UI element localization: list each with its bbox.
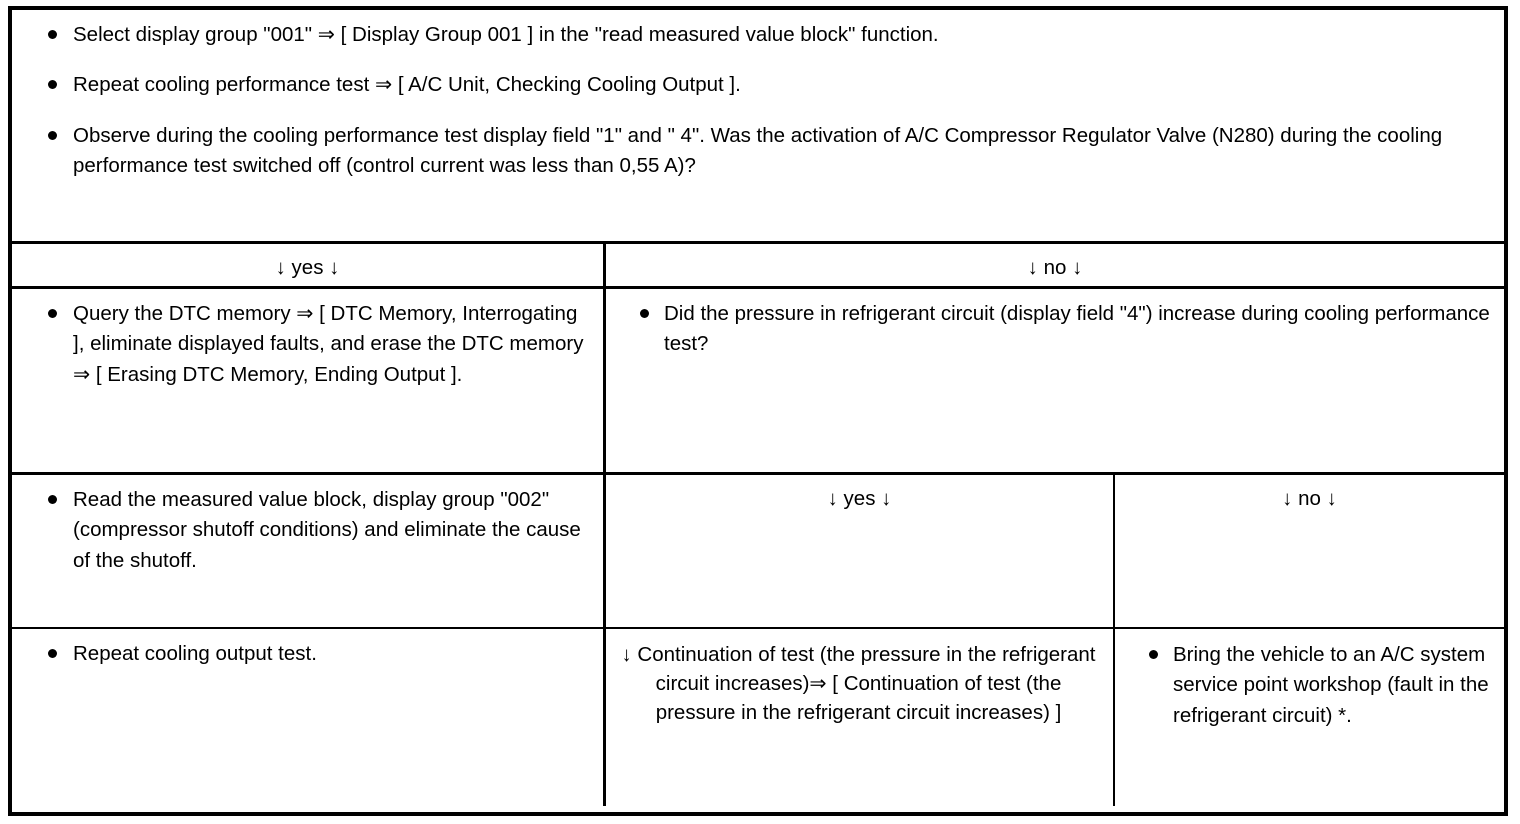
branch-header-row: ↓ yes ↓ ↓ no ↓ (12, 241, 1504, 286)
bullet-dot-icon (48, 309, 57, 318)
service-point-text: Bring the vehicle to an A/C system servi… (1173, 643, 1489, 727)
cell-dtc-left: Query the DTC memory ⇒ [ DTC Memory, Int… (12, 289, 603, 472)
bullet-dot-icon (1149, 650, 1158, 659)
repeat-test-text: Repeat cooling output test. (73, 642, 317, 665)
sub-branch-header-yes: ↓ yes ↓ (603, 475, 1113, 627)
list-item: Repeat cooling output test. (24, 639, 589, 669)
row-measured-value-block: Read the measured value block, display g… (12, 472, 1504, 627)
intro-steps-block: Select display group "001" ⇒ [ Display G… (12, 10, 1504, 241)
bullet-dot-icon (48, 495, 57, 504)
mvb-read-text: Read the measured value block, display g… (73, 488, 581, 572)
list-item: Query the DTC memory ⇒ [ DTC Memory, Int… (24, 299, 589, 390)
row-repeat-cooling-output-test: Repeat cooling output test. ↓ Continuati… (12, 627, 1504, 806)
branch-header-no-label: ↓ no ↓ (1027, 256, 1083, 279)
pressure-question-text: Did the pressure in refrigerant circuit … (664, 302, 1490, 356)
branch-header-yes: ↓ yes ↓ (12, 244, 603, 286)
sub-branch-header-no-label: ↓ no ↓ (1282, 487, 1337, 510)
cell-dtc-right: Did the pressure in refrigerant circuit … (603, 289, 1504, 472)
intro-step-3-text: Observe during the cooling performance t… (73, 123, 1443, 177)
sub-branch-header-yes-label: ↓ yes ↓ (827, 487, 892, 510)
list-item: Repeat cooling performance test ⇒ [ A/C … (24, 70, 1490, 100)
bullet-dot-icon (48, 80, 57, 90)
branch-header-yes-label: ↓ yes ↓ (275, 256, 340, 279)
diagnostic-flowchart: Select display group "001" ⇒ [ Display G… (8, 6, 1508, 816)
cell-mvb-left: Read the measured value block, display g… (12, 475, 603, 627)
cell-service-point: Bring the vehicle to an A/C system servi… (1113, 629, 1504, 806)
list-item: Select display group "001" ⇒ [ Display G… (24, 20, 1490, 50)
list-item: Read the measured value block, display g… (24, 485, 589, 576)
bullet-dot-icon (48, 649, 57, 658)
list-item: Bring the vehicle to an A/C system servi… (1127, 640, 1490, 731)
sub-branch-header-no: ↓ no ↓ (1113, 475, 1504, 627)
intro-step-1-text: Select display group "001" ⇒ [ Display G… (73, 23, 939, 46)
dtc-query-text: Query the DTC memory ⇒ [ DTC Memory, Int… (73, 302, 584, 386)
intro-step-2-text: Repeat cooling performance test ⇒ [ A/C … (73, 73, 741, 97)
cell-repeat-left: Repeat cooling output test. (12, 629, 603, 806)
branch-header-no: ↓ no ↓ (603, 244, 1504, 286)
continuation-of-test-text: ↓ Continuation of test (the pressure in … (621, 643, 1096, 725)
cell-continuation-of-test: ↓ Continuation of test (the pressure in … (603, 629, 1113, 806)
bullet-dot-icon (48, 130, 57, 140)
row-dtc-memory: Query the DTC memory ⇒ [ DTC Memory, Int… (12, 286, 1504, 472)
list-item: Did the pressure in refrigerant circuit … (618, 299, 1490, 360)
intro-cell: Select display group "001" ⇒ [ Display G… (12, 10, 1504, 241)
bullet-dot-icon (640, 309, 649, 318)
bullet-dot-icon (48, 30, 57, 39)
list-item: Observe during the cooling performance t… (24, 121, 1490, 182)
